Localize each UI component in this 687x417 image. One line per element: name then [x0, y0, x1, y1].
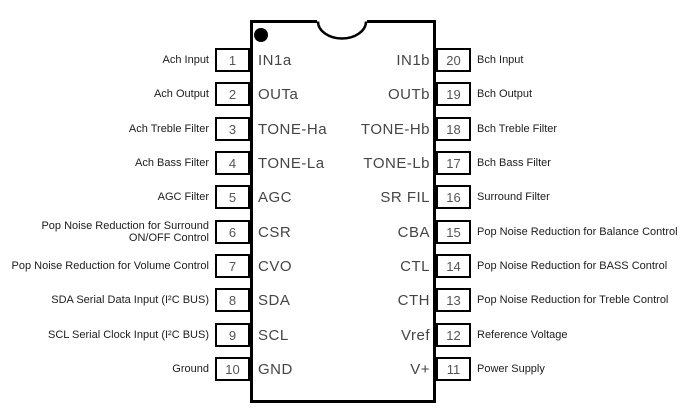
pin-number-box: 10 [215, 357, 250, 381]
pin-function-label: Ach Input [162, 54, 209, 66]
pin-row-6-15: Pop Noise Reduction for Surround ON/OFF … [0, 220, 687, 244]
pin-function-label: Ach Bass Filter [135, 157, 209, 169]
pin-name: TONE-Lb [363, 154, 430, 172]
pin-number-box: 12 [436, 323, 471, 347]
pin-number-box: 8 [215, 288, 250, 312]
pin-name: Vref [401, 326, 430, 344]
pin-number: 3 [228, 121, 237, 137]
pin-name: OUTb [387, 85, 430, 103]
pin-function-label: Bch Bass Filter [477, 157, 551, 169]
pin-function-label: AGC Filter [157, 191, 209, 203]
pin-function-label: Pop Noise Reduction for Surround ON/OFF … [41, 220, 209, 244]
pin-name: CBA [397, 223, 430, 241]
pin-name: CVO [258, 257, 293, 275]
pin-name: V+ [410, 360, 430, 378]
pin-name: SCL [258, 326, 289, 344]
pin-number-box: 20 [436, 48, 471, 72]
pin-row-4-17: Ach Bass Filter 4 TONE-La TONE-Lb 17 Bch… [0, 151, 687, 175]
pin-number-box: 9 [215, 323, 250, 347]
pin-name: SR FIL [380, 188, 430, 206]
pin-number: 6 [228, 224, 237, 240]
pin-number: 5 [228, 189, 237, 205]
pin-number: 19 [446, 86, 461, 102]
pin-name: TONE-La [258, 154, 325, 172]
pin-row-8-13: SDA Serial Data Input (I²C BUS) 8 SDA CT… [0, 288, 687, 312]
pin-function-label: Pop Noise Reduction for Treble Control [477, 294, 669, 306]
pin-function-label: Pop Noise Reduction for Balance Control [477, 226, 678, 238]
pin-number-box: 14 [436, 254, 471, 278]
pin-function-label: Bch Output [477, 88, 533, 100]
pin-function-label: Ground [172, 363, 209, 375]
pin-name: IN1b [396, 51, 430, 69]
pin-name: IN1a [258, 51, 292, 69]
pin-name: CTL [400, 257, 430, 275]
pin-function-label: Bch Treble Filter [477, 123, 558, 135]
pin-number: 17 [446, 155, 461, 171]
pin-function-label: Pop Noise Reduction for Volume Control [11, 260, 210, 272]
pin-number: 13 [446, 292, 461, 308]
pin-number-box: 16 [436, 185, 471, 209]
pin-number: 7 [228, 258, 237, 274]
pin-number: 16 [446, 189, 461, 205]
pin-number-box: 7 [215, 254, 250, 278]
pin-function-label: Ach Output [153, 88, 209, 100]
pin-number: 15 [446, 224, 461, 240]
pin-function-label: SCL Serial Clock Input (I²C BUS) [48, 329, 209, 341]
pin-number-box: 11 [436, 357, 471, 381]
pin-number-box: 3 [215, 117, 250, 141]
chip-notch [316, 19, 368, 40]
pin-function-label: Surround Filter [477, 191, 550, 203]
pin-function-label: Bch Input [477, 54, 524, 66]
pin-function-label: Pop Noise Reduction for BASS Control [477, 260, 668, 272]
pin-function-label: Power Supply [477, 363, 545, 375]
pin-number-box: 15 [436, 220, 471, 244]
pin-row-10-11: Ground 10 GND V+ 11 Power Supply [0, 357, 687, 381]
pin-row-3-18: Ach Treble Filter 3 TONE-Ha TONE-Hb 18 B… [0, 117, 687, 141]
pin-row-7-14: Pop Noise Reduction for Volume Control 7… [0, 254, 687, 278]
pin-name: AGC [258, 188, 293, 206]
pin-name: CSR [258, 223, 292, 241]
pin-number: 11 [446, 361, 461, 377]
pin1-indicator-dot [254, 28, 268, 42]
pin-number: 1 [228, 52, 237, 68]
pin-number: 18 [446, 121, 461, 137]
pin-name: TONE-Hb [360, 120, 430, 138]
pin-function-label: Ach Treble Filter [128, 123, 209, 135]
pin-row-1-20: Ach Input 1 IN1a IN1b 20 Bch Input [0, 48, 687, 72]
pin-number: 10 [225, 361, 240, 377]
pin-function-label: Reference Voltage [477, 329, 568, 341]
pin-row-9-12: SCL Serial Clock Input (I²C BUS) 9 SCL V… [0, 323, 687, 347]
pin-number-box: 2 [215, 82, 250, 106]
pin-number-box: 6 [215, 220, 250, 244]
pin-number: 2 [228, 86, 237, 102]
pin-number: 12 [446, 327, 461, 343]
pin-number: 9 [228, 327, 237, 343]
pin-number-box: 13 [436, 288, 471, 312]
pin-number: 20 [446, 52, 461, 68]
pin-name: CTH [397, 291, 430, 309]
pin-number: 14 [446, 258, 461, 274]
chip-body [250, 20, 436, 403]
pin-number-box: 1 [215, 48, 250, 72]
pin-number-box: 4 [215, 151, 250, 175]
pin-number-box: 17 [436, 151, 471, 175]
pin-row-5-16: AGC Filter 5 AGC SR FIL 16 Surround Filt… [0, 185, 687, 209]
pin-name: SDA [258, 291, 291, 309]
pin-number-box: 18 [436, 117, 471, 141]
pin-function-label: SDA Serial Data Input (I²C BUS) [51, 294, 209, 306]
pin-number-box: 5 [215, 185, 250, 209]
pin-number: 4 [228, 155, 237, 171]
pin-name: TONE-Ha [258, 120, 328, 138]
pin-row-2-19: Ach Output 2 OUTa OUTb 19 Bch Output [0, 82, 687, 106]
pin-name: OUTa [258, 85, 299, 103]
pin-number-box: 19 [436, 82, 471, 106]
pin-number: 8 [228, 292, 237, 308]
pin-name: GND [258, 360, 293, 378]
